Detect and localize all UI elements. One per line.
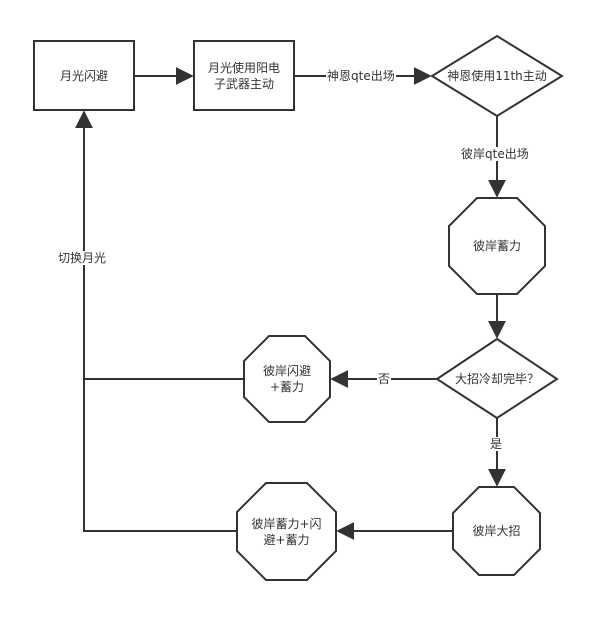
label-bian-dodge-charge: 彼岸闪避 +蓄力 [244, 336, 330, 422]
node-bian-charge-dodge-charge[interactable] [236, 482, 337, 581]
edge-label-no: 否 [377, 372, 392, 386]
edge-label-yes: 是 [489, 437, 504, 451]
label-moonlight-positron-weapon: 月光使用阳电 子武器主动 [194, 41, 294, 110]
label-line: 彼岸闪避 [262, 364, 311, 378]
label-line: 避+蓄力 [263, 532, 310, 547]
node-moonlight-positron-weapon[interactable] [193, 40, 295, 111]
label-moonlight-dodge: 月光闪避 [59, 68, 108, 83]
edge-label-shenen-qte: 神恩qte出场 [326, 69, 396, 83]
label-line: 子武器主动 [213, 76, 274, 91]
label-line: 彼岸蓄力+闪 [251, 516, 322, 531]
edge-n8-n1 [75, 110, 237, 532]
label-bian-ultimate: 彼岸大招 [472, 524, 521, 538]
label-ult-cooldown: 大招冷却完毕？ [454, 371, 539, 386]
label-line: 月光使用阳电 [207, 60, 280, 75]
edge-label-bian-qte: 彼岸qte出场 [460, 147, 530, 161]
label-line: +蓄力 [269, 380, 305, 394]
node-bian-ultimate[interactable] [452, 486, 541, 576]
node-moonlight-dodge[interactable] [33, 40, 135, 111]
label-bian-charge-dodge-charge: 彼岸蓄力+闪 避+蓄力 [237, 483, 336, 580]
label-bian-charge: 彼岸蓄力 [472, 239, 521, 253]
node-bian-dodge-charge[interactable] [243, 335, 331, 423]
node-bian-charge[interactable] [448, 197, 546, 295]
label-shenen-11th: 神恩使用11th主动 [447, 69, 547, 83]
edge-label-switch-moonlight: 切换月光 [57, 251, 108, 265]
